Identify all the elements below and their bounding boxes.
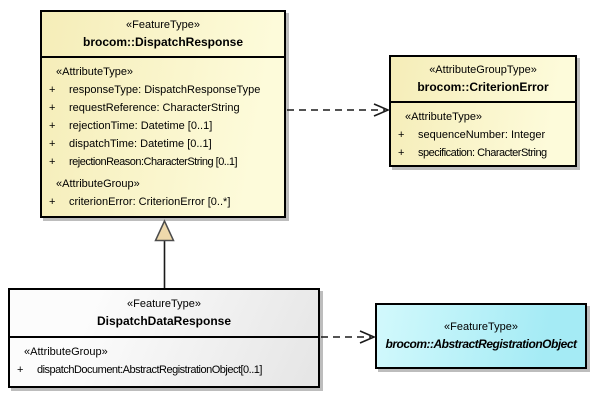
class-stereotype: «FeatureType» <box>127 298 201 310</box>
triangle-arrowhead-icon <box>154 219 175 242</box>
attributes-compartment: «AttributeGroup» + dispatchDocument:Abst… <box>10 336 318 379</box>
class-stereotype: «FeatureType» <box>126 19 200 31</box>
class-title: «AttributeGroupType» brocom::CriterionEr… <box>391 57 575 101</box>
class-name: brocom::CriterionError <box>417 80 549 94</box>
visibility-plus: + <box>49 120 56 132</box>
attribute-row: + specification: CharacterString <box>391 144 575 162</box>
attribute-text: responseType: DispatchResponseType <box>69 84 261 96</box>
generalization-arrow <box>154 219 175 288</box>
attribute-row: + sequenceNumber: Integer <box>391 126 575 144</box>
visibility-plus: + <box>49 156 56 168</box>
attribute-text: sequenceNumber: Integer <box>418 129 546 141</box>
stereotype-label: «AttributeType» <box>405 111 483 123</box>
attribute-row: + dispatchDocument:AbstractRegistrationO… <box>10 361 318 379</box>
attribute-row: + rejectionReason:CharacterString [0..1] <box>42 153 284 171</box>
open-arrowhead-icon <box>359 330 377 344</box>
visibility-plus: + <box>49 102 56 114</box>
attribute-row: + rejectionTime: Datetime [0..1] <box>42 117 284 135</box>
visibility-plus: + <box>49 196 56 208</box>
attributes-compartment: «AttributeType» + sequenceNumber: Intege… <box>391 101 575 162</box>
class-title: «FeatureType» brocom::DispatchResponse <box>42 12 284 56</box>
class-box-dispatch-data-response: «FeatureType» DispatchDataResponse «Attr… <box>8 288 320 388</box>
class-box-dispatch-response: «FeatureType» brocom::DispatchResponse «… <box>40 10 286 218</box>
class-name: brocom::DispatchResponse <box>82 35 244 49</box>
dependency-arrow-abstract-registration-object <box>321 330 377 344</box>
attribute-row: + criterionError: CriterionError [0..*] <box>42 193 284 211</box>
visibility-plus: + <box>17 364 24 376</box>
class-stereotype: «AttributeGroupType» <box>429 64 537 76</box>
attribute-text: criterionError: CriterionError [0..*] <box>69 196 231 208</box>
class-box-criterion-error: «AttributeGroupType» brocom::CriterionEr… <box>389 55 577 167</box>
class-name: DispatchDataResponse <box>96 314 232 328</box>
visibility-plus: + <box>398 147 405 159</box>
class-name: brocom::AbstractRegistrationObject <box>385 337 577 351</box>
open-arrowhead-icon <box>373 103 391 117</box>
attribute-text: rejectionReason:CharacterString [0..1] <box>69 156 238 168</box>
attribute-text: dispatchTime: Datetime [0..1] <box>69 138 212 150</box>
class-stereotype: «FeatureType» <box>444 321 518 333</box>
attributes-compartment: «AttributeType» + responseType: Dispatch… <box>42 56 284 211</box>
dependency-arrow-criterion-error <box>287 103 391 117</box>
stereotype-label: «AttributeGroup» <box>24 346 108 358</box>
attribute-row: + responseType: DispatchResponseType <box>42 81 284 99</box>
attribute-row: + dispatchTime: Datetime [0..1] <box>42 135 284 153</box>
attribute-row: + requestReference: CharacterString <box>42 99 284 117</box>
stereotype-label: «AttributeGroup» <box>56 178 140 190</box>
class-title: «FeatureType» brocom::AbstractRegistrati… <box>377 305 585 367</box>
visibility-plus: + <box>49 84 56 96</box>
attribute-text: dispatchDocument:AbstractRegistrationObj… <box>37 364 262 376</box>
attribute-text: requestReference: CharacterString <box>69 102 240 114</box>
attribute-text: specification: CharacterString <box>418 147 547 159</box>
visibility-plus: + <box>49 138 56 150</box>
class-title: «FeatureType» DispatchDataResponse <box>10 290 318 336</box>
stereotype-label: «AttributeType» <box>56 66 134 78</box>
class-box-abstract-registration-object: «FeatureType» brocom::AbstractRegistrati… <box>375 303 587 369</box>
visibility-plus: + <box>398 129 405 141</box>
attribute-text: rejectionTime: Datetime [0..1] <box>69 120 213 132</box>
